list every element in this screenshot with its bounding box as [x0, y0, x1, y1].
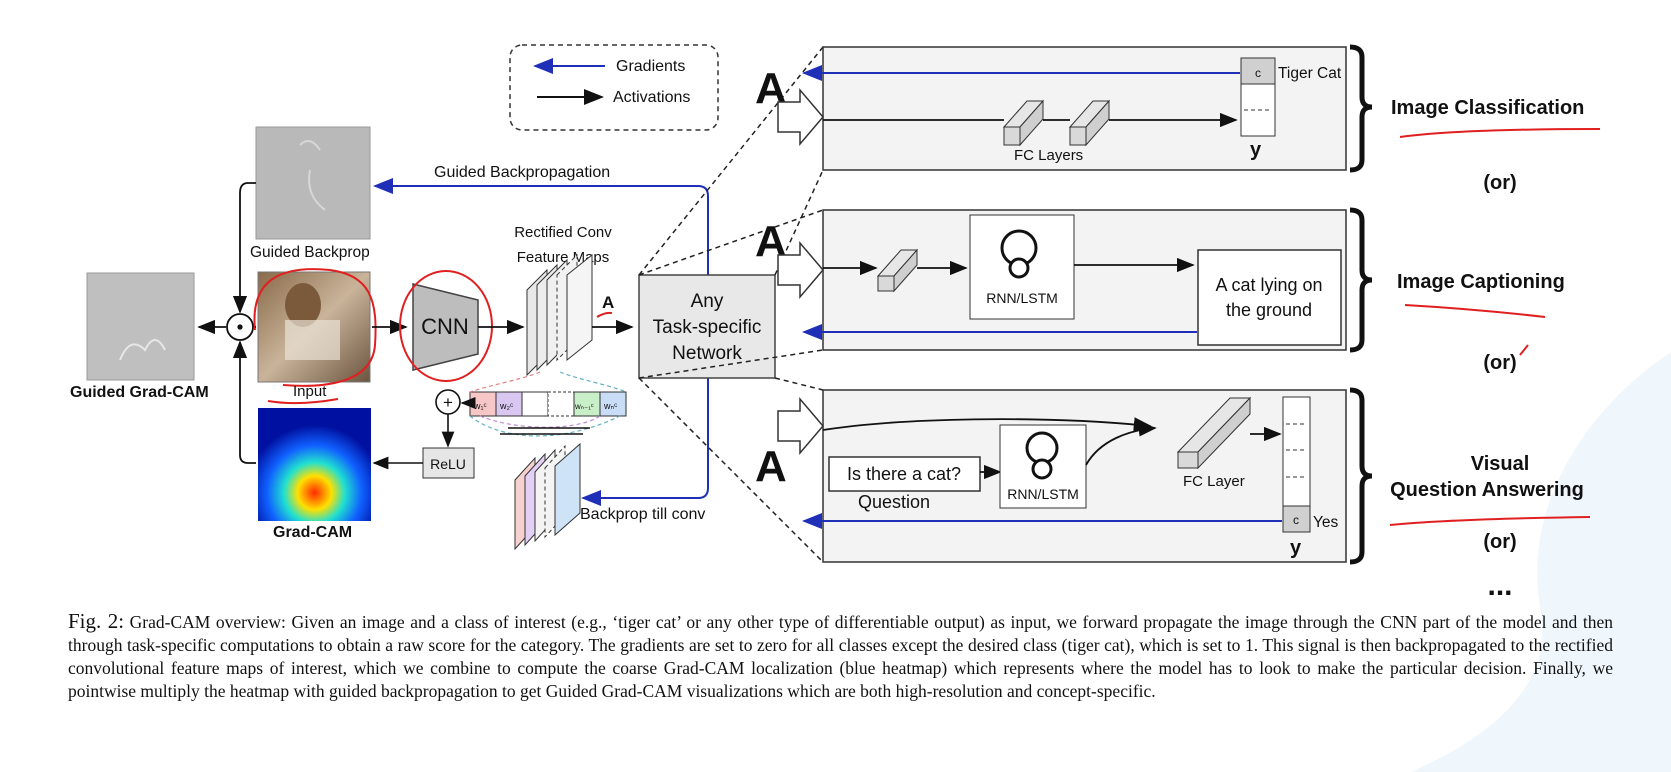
- caption-text-line1: A cat lying on: [1215, 275, 1322, 295]
- activation-a-label: A: [602, 293, 614, 312]
- captioning-fc-layer: [876, 248, 919, 293]
- input-label: Input: [293, 383, 327, 400]
- captioning-rnn-label: RNN/LSTM: [986, 290, 1058, 306]
- vqa-title-line1: Visual: [1471, 453, 1530, 475]
- sum-node-label: +: [443, 393, 453, 412]
- class-c-label: c: [1255, 66, 1261, 80]
- gradcam-figure: Gradients Activations Guided Grad-CAM Gu…: [70, 44, 1601, 600]
- weight-2: w₂ᶜ: [499, 401, 513, 411]
- network-label-line3: Network: [672, 343, 742, 364]
- class-weights-strip: w₁ᶜ w₂ᶜ wₙ₋₁ᶜ wₙᶜ: [469, 391, 627, 417]
- or-label-3: (or): [1483, 531, 1516, 553]
- guided-gradcam-label: Guided Grad-CAM: [70, 384, 209, 401]
- background-watermark-shape: [1411, 352, 1671, 772]
- or-label-2: (or): [1483, 352, 1516, 374]
- gradcam-heatmap-image: [258, 408, 371, 521]
- backprop-till-conv-label: Backprop till conv: [580, 506, 705, 523]
- guided-backprop-label: Guided Backprop: [250, 244, 370, 261]
- figure-caption-text: Grad-CAM overview: Given an image and a …: [68, 612, 1614, 701]
- vqa-title-line2: Question Answering: [1390, 479, 1584, 501]
- fc-layers-label: FC Layers: [1014, 147, 1083, 164]
- classification-input-arrow: [777, 87, 824, 147]
- question-label: Question: [858, 492, 930, 512]
- weight-n-1: wₙ₋₁ᶜ: [574, 402, 594, 411]
- question-input-box: [828, 456, 981, 492]
- classification-brace: [1349, 44, 1373, 173]
- gradient-feature-maps: [514, 442, 581, 551]
- figure-caption-label: Fig. 2:: [68, 609, 125, 633]
- cnn-label: CNN: [421, 314, 469, 339]
- vqa-fc-layer: [1176, 396, 1252, 470]
- or-label-1: (or): [1483, 172, 1516, 194]
- vqa-input-arrow: [777, 396, 824, 456]
- vqa-c-label: c: [1293, 513, 1299, 527]
- legend-gradients-label: Gradients: [616, 58, 685, 75]
- backprop-till-conv-arrow: [581, 330, 709, 506]
- gradcam-label: Grad-CAM: [273, 524, 352, 541]
- guided-gradcam-image: [86, 272, 195, 381]
- question-text: Is there a cat?: [847, 464, 961, 484]
- more-tasks-ellipsis: ...: [1487, 569, 1512, 600]
- classification-y-label: y: [1250, 139, 1262, 161]
- legend: Gradients Activations: [509, 44, 719, 131]
- weight-n: wₙᶜ: [603, 401, 617, 411]
- network-label-line1: Any: [691, 291, 724, 312]
- tiger-cat-label: Tiger Cat: [1278, 65, 1342, 82]
- guided-backpropagation-label: Guided Backpropagation: [434, 164, 610, 181]
- guided-backprop-image: [255, 126, 371, 240]
- task-specific-network-box: [638, 274, 776, 379]
- legend-activations-label: Activations: [613, 89, 690, 106]
- vqa-rnn-label: RNN/LSTM: [1007, 486, 1079, 502]
- weight-1: w₁ᶜ: [473, 401, 487, 411]
- vqa-brace: [1349, 387, 1373, 565]
- vqa-y-label: y: [1290, 537, 1302, 559]
- cnn-annotation-circle: [399, 270, 493, 382]
- input-annotation-circle: [253, 268, 377, 387]
- image-captioning-title: Image Captioning: [1397, 271, 1565, 293]
- captioning-brace: [1349, 207, 1373, 353]
- fc-layers: [1002, 99, 1111, 147]
- caption-text-line2: the ground: [1226, 300, 1312, 320]
- feature-maps-label-line1: Rectified Conv: [514, 224, 612, 241]
- network-label-line2: Task-specific: [653, 317, 762, 338]
- cnn-block: [412, 283, 479, 371]
- caption-output-box: [1197, 249, 1342, 346]
- vqa-fc-label: FC Layer: [1183, 473, 1245, 490]
- rectified-feature-maps: [526, 253, 593, 377]
- relu-label: ReLU: [430, 456, 466, 472]
- image-classification-title: Image Classification: [1391, 97, 1584, 119]
- answer-yes-label: Yes: [1313, 514, 1339, 531]
- vqa-a-label: A: [755, 442, 787, 491]
- figure-caption: Fig. 2: Grad-CAM overview: Given an imag…: [68, 610, 1613, 703]
- captioning-input-arrow: [777, 240, 824, 300]
